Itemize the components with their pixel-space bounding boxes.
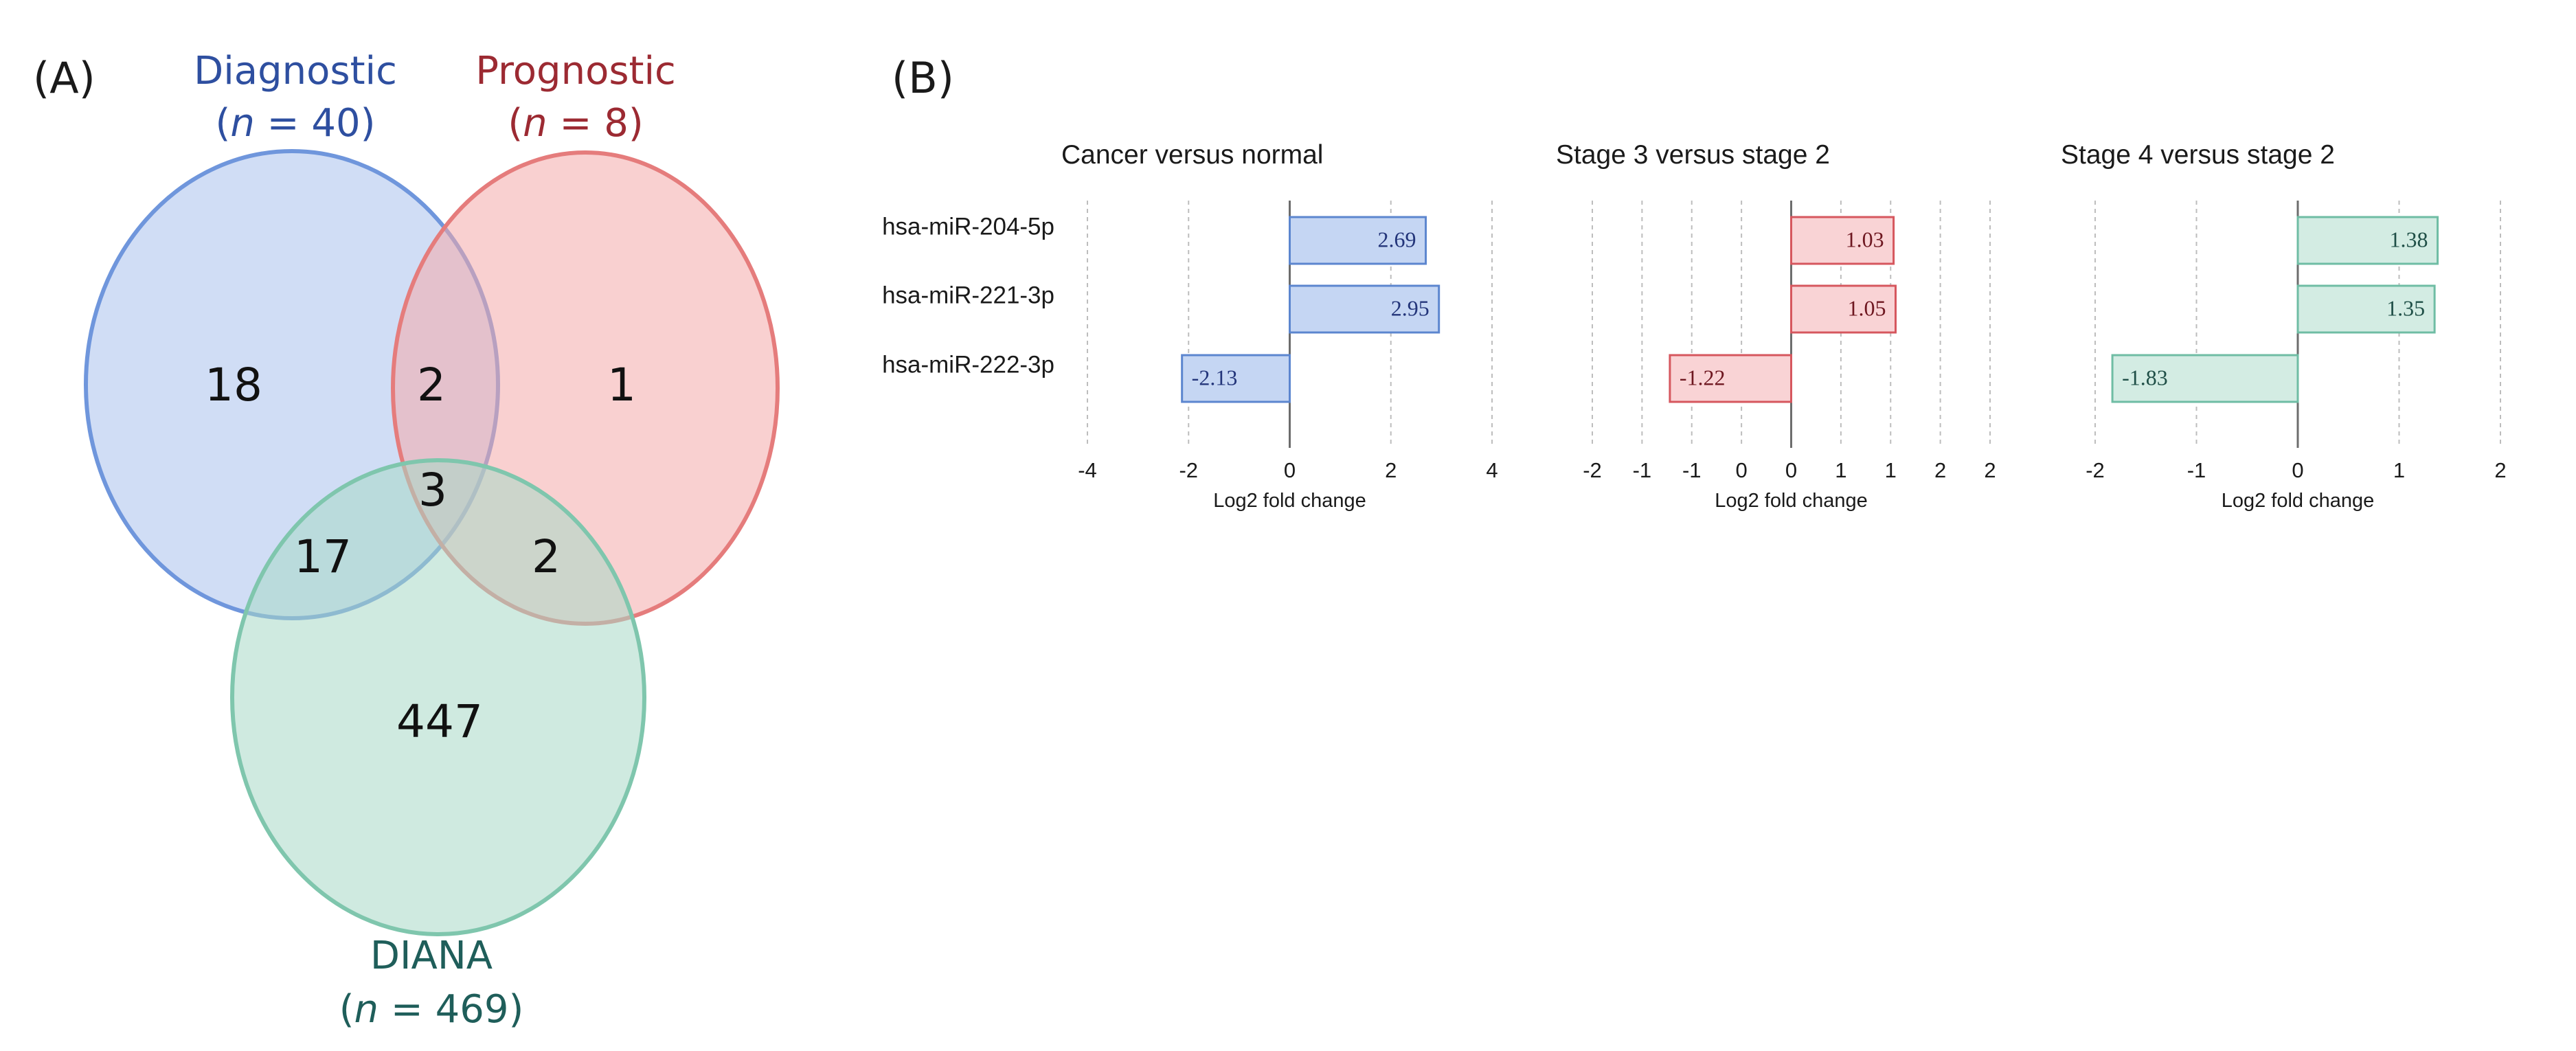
venn-region-diagnostic-diana: 17	[294, 530, 352, 583]
venn-region-prognostic-only: 1	[607, 359, 636, 411]
bar	[2296, 216, 2439, 265]
venn-region-prognostic-diana: 2	[532, 530, 561, 583]
venn-diagram: Diagnostic (n = 40) Prognostic (n = 8) D…	[84, 49, 780, 1032]
bar	[2296, 284, 2436, 334]
x-tick-label: -4	[1078, 458, 1097, 482]
bar-value-label: 2.69	[1378, 227, 1416, 251]
x-tick-label: 1	[2393, 458, 2405, 482]
bar-value-label: -1.22	[1680, 365, 1726, 389]
x-tick-label: 0	[1785, 458, 1797, 482]
bar	[1790, 216, 1895, 265]
bar-chart-stage3-vs-stage2: Stage 3 versus stage 2 -2 -1 -1 0 0 1 1 2 2 1.03 1.…	[1556, 140, 1996, 512]
x-tick-label: -2	[2086, 458, 2105, 482]
category-label: hsa-miR-221-3p	[882, 282, 1054, 308]
bar-value-label: 1.03	[1846, 227, 1884, 251]
bar-value-label: 2.95	[1391, 295, 1430, 320]
venn-region-all-three: 3	[418, 464, 447, 517]
bar	[1289, 216, 1427, 265]
bar-value-label: 1.35	[2386, 295, 2425, 320]
venn-region-diana-only: 447	[396, 695, 483, 748]
x-tick-label: -2	[1583, 458, 1602, 482]
x-tick-label: 1	[1835, 458, 1846, 482]
bar-value-label: -1.83	[2122, 365, 2168, 389]
x-tick-label: 2	[2494, 458, 2506, 482]
bar-value-label: 1.05	[1847, 295, 1886, 320]
category-label: hsa-miR-204-5p	[882, 213, 1054, 240]
bar-chart-cancer-vs-normal: Cancer versus normal -4 -2 0 2 4 2.69 2.95 -2.13…	[882, 140, 1498, 512]
venn-title-diana: DIANA	[370, 934, 493, 978]
x-tick-label: -1	[1633, 458, 1652, 482]
x-tick-label: 0	[1736, 458, 1748, 482]
x-tick-label: -1	[2187, 458, 2206, 482]
bar-value-label: -2.13	[1192, 365, 1238, 389]
bar-chart-stage4-vs-stage2: Stage 4 versus stage 2 -2 -1 0 1 2 1.38 1.35 -1.…	[2061, 140, 2507, 512]
bar-value-label: 1.38	[2390, 227, 2428, 251]
x-tick-label: 2	[1934, 458, 1946, 482]
x-axis-label: Log2 fold change	[2222, 490, 2375, 512]
category-label: hsa-miR-222-3p	[882, 351, 1054, 378]
venn-count-label-diana: (n = 469)	[339, 987, 524, 1032]
panel-b-label: (B)	[892, 53, 954, 103]
venn-title-prognostic: Prognostic	[475, 49, 676, 93]
bar	[1289, 284, 1440, 334]
bar	[2111, 354, 2299, 403]
venn-region-diagnostic-only: 18	[205, 359, 262, 411]
venn-count-label-diagnostic: (n = 40)	[216, 101, 376, 146]
x-tick-label: 2	[1984, 458, 1996, 482]
chart-title: Stage 3 versus stage 2	[1556, 140, 1830, 170]
x-tick-label: 0	[1284, 458, 1296, 482]
venn-title-diagnostic: Diagnostic	[194, 49, 397, 93]
x-tick-label: 4	[1486, 458, 1498, 482]
x-tick-label: 0	[2292, 458, 2303, 482]
x-tick-label: 1	[1885, 458, 1897, 482]
x-axis-label: Log2 fold change	[1715, 490, 1868, 512]
x-tick-label: -2	[1179, 458, 1198, 482]
x-tick-label: -1	[1682, 458, 1702, 482]
venn-region-diagnostic-prognostic: 2	[417, 359, 446, 411]
bar	[1790, 284, 1897, 334]
bar	[1181, 354, 1291, 403]
chart-title: Cancer versus normal	[1061, 140, 1323, 170]
chart-title: Stage 4 versus stage 2	[2061, 140, 2335, 170]
x-axis-label: Log2 fold change	[1213, 490, 1366, 512]
bar	[1669, 354, 1793, 403]
venn-count-label-prognostic: (n = 8)	[508, 101, 643, 146]
panel-a-label: (A)	[33, 53, 95, 103]
x-tick-label: 2	[1385, 458, 1397, 482]
venn-circle-diana	[230, 458, 646, 936]
